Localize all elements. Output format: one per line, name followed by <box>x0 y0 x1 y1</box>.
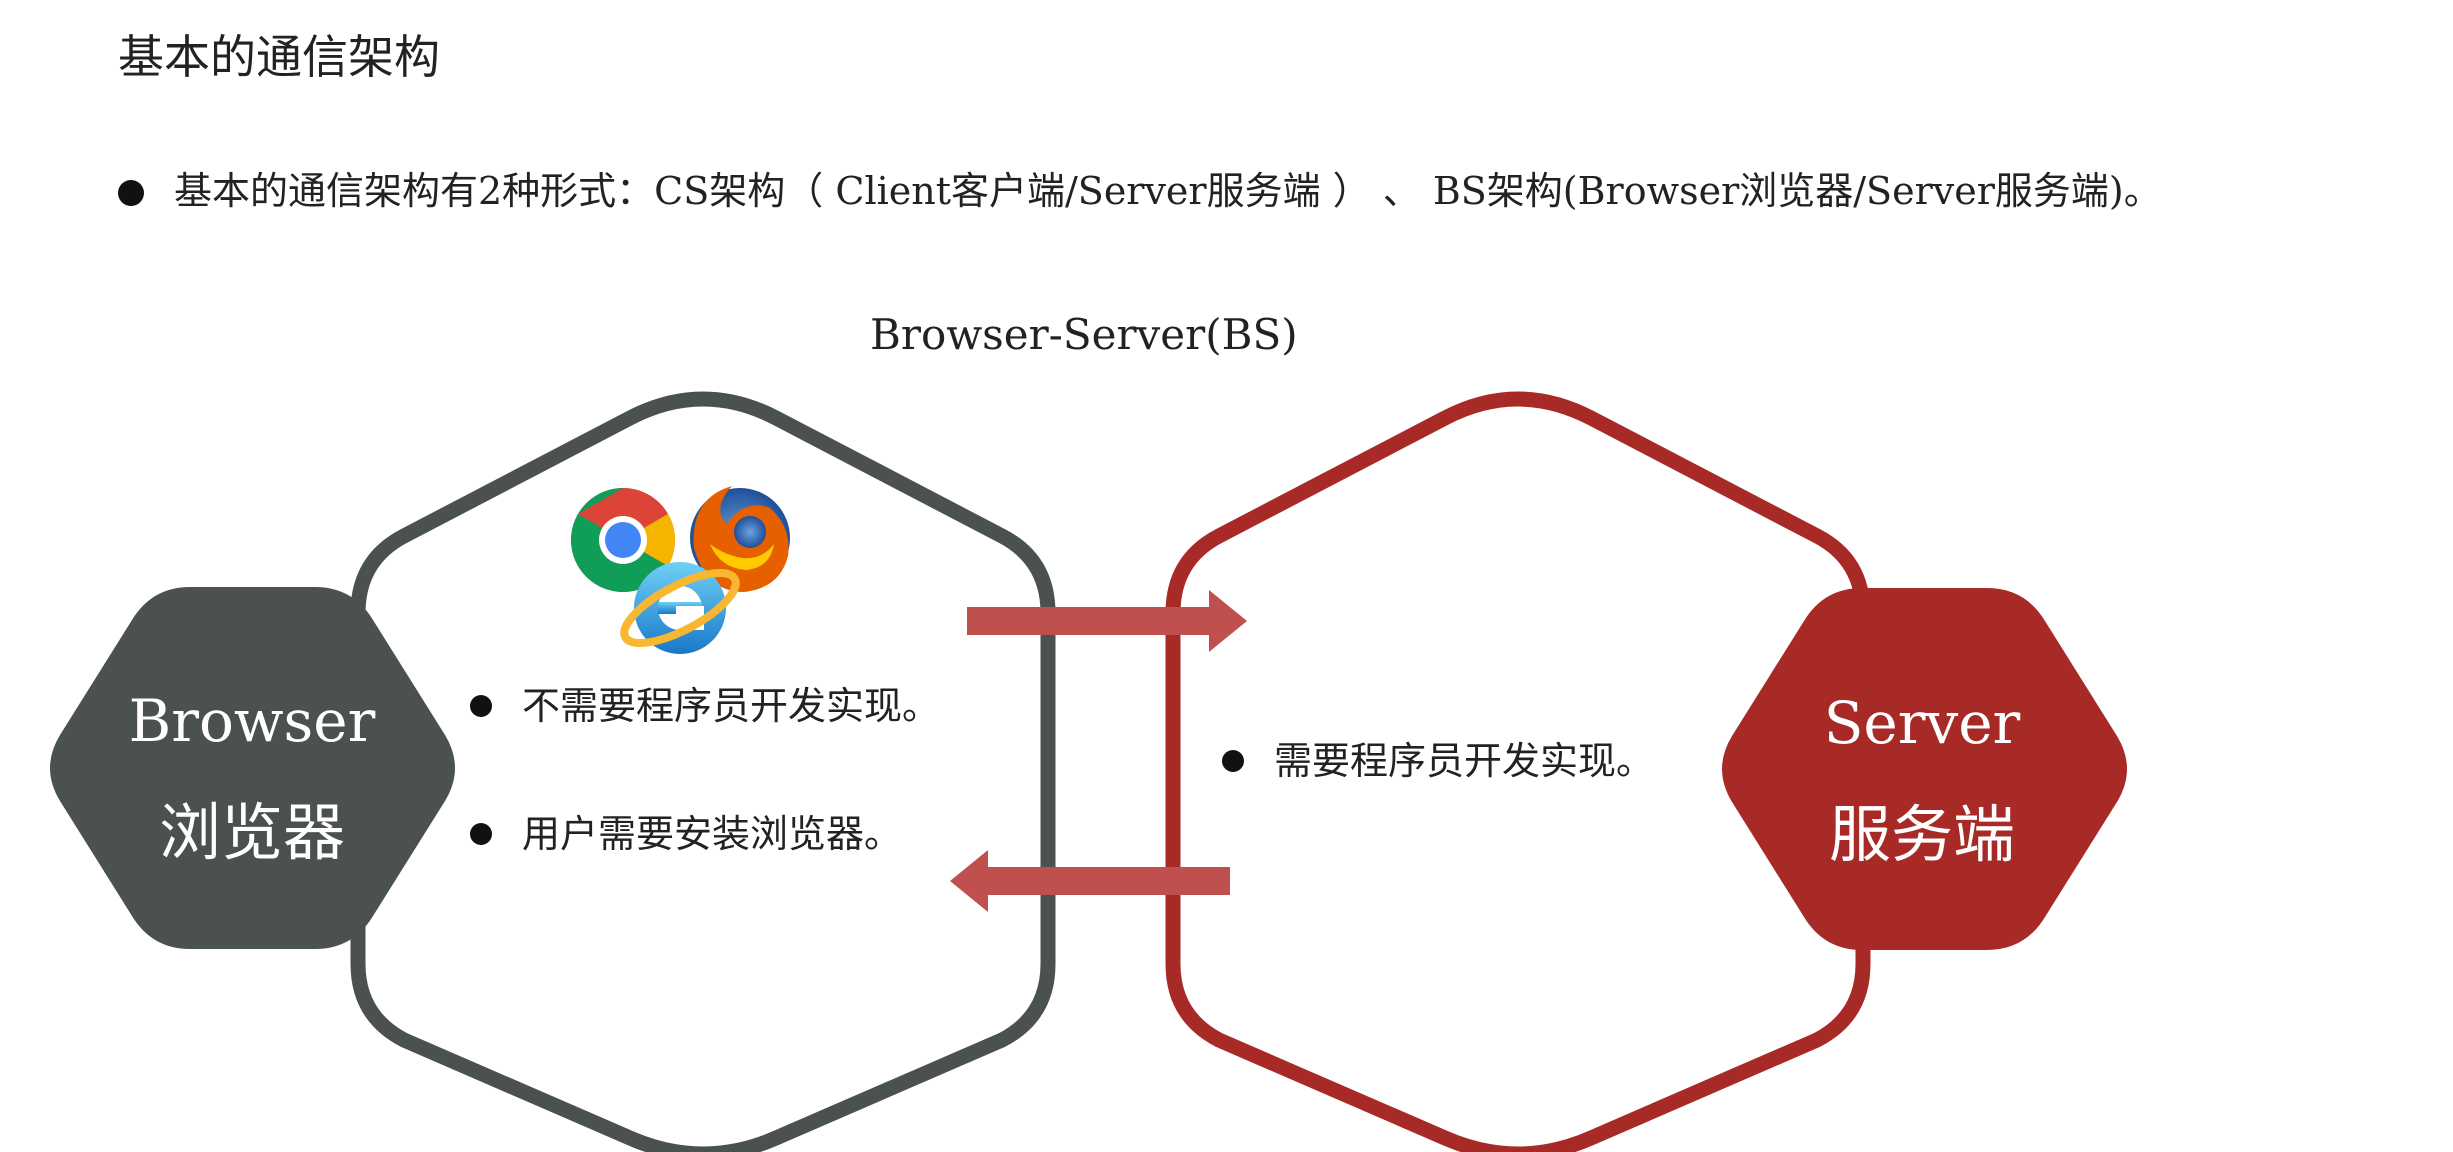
browser-node-label: Browser 浏览器 <box>52 683 452 873</box>
browser-feature-text: 不需要程序员开发实现。 <box>522 684 941 728</box>
intro-bullet-item: 基本的通信架构有2种形式：CS架构（ Client客户端/Server服务端 ）… <box>118 158 2162 224</box>
server-node-label: Server 服务端 <box>1722 685 2122 875</box>
request-arrow <box>967 590 1247 652</box>
intro-text: 基本的通信架构有2种形式：CS架构（ Client客户端/Server服务端 ）… <box>174 169 2162 213</box>
browser-feature-text: 用户需要安装浏览器。 <box>522 812 903 856</box>
internet-explorer-icon <box>620 562 740 654</box>
chrome-icon <box>571 488 675 592</box>
server-label-en: Server <box>1823 689 2021 757</box>
browser-feature-item: 不需要程序员开发实现。 <box>470 678 940 734</box>
bullet-dot <box>118 180 144 206</box>
server-label-zh: 服务端 <box>1828 798 2015 871</box>
bullet-dot <box>470 695 492 717</box>
browser-label-zh: 浏览器 <box>158 796 345 869</box>
page-title: 基本的通信架构 <box>118 30 440 84</box>
bullet-dot <box>470 823 492 845</box>
browser-label-en: Browser <box>128 687 376 755</box>
server-node-hexagon <box>1722 588 2127 950</box>
browser-feature-item: 用户需要安装浏览器。 <box>470 806 902 862</box>
server-outline-hexagon <box>1165 391 1871 1152</box>
firefox-icon <box>690 486 790 592</box>
diagram-caption: Browser-Server(BS) <box>870 310 1298 359</box>
browser-node-hexagon <box>50 587 455 949</box>
bullet-dot <box>1222 750 1244 772</box>
server-feature-item: 需要程序员开发实现。 <box>1222 733 1654 789</box>
response-arrow <box>950 850 1230 912</box>
server-feature-text: 需要程序员开发实现。 <box>1274 739 1655 783</box>
browser-outline-hexagon <box>350 391 1056 1152</box>
